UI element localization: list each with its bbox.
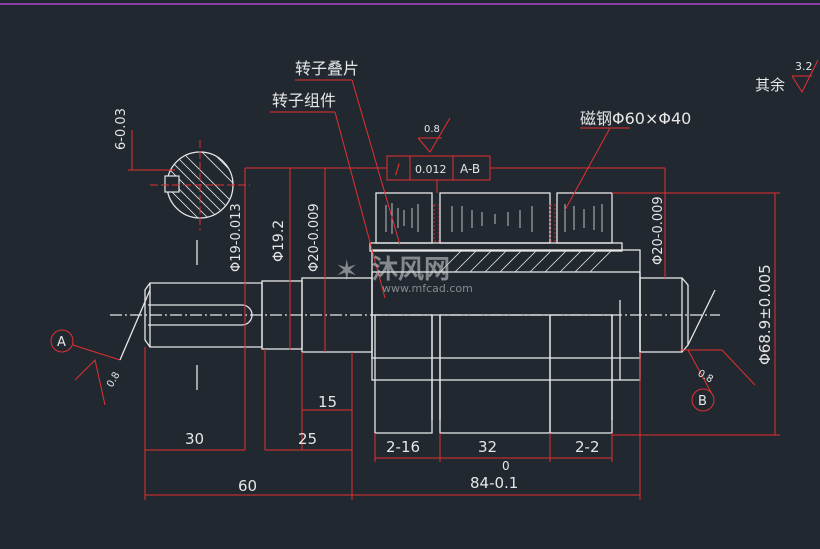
label-magnet: 磁钢Φ60×Φ40 [580, 109, 691, 128]
dim-len32: 32 [478, 438, 497, 456]
tolerance-value: 0.012 [415, 163, 447, 176]
magnet-leader [564, 127, 611, 211]
dim-len84-top: 0 [502, 459, 510, 473]
roughness-top-symbol [417, 117, 451, 153]
assembly-leader [334, 111, 386, 299]
tolerance-symbol: / [395, 162, 400, 178]
dim-len15: 15 [318, 393, 337, 411]
roughness-left: 0.8 [105, 370, 122, 389]
surface-note-label: 其余 [755, 76, 785, 94]
roughness-left-symbol [74, 359, 106, 406]
dim-keyway-depth: 6-0.03 [114, 108, 129, 150]
label-rotor-lamination: 转子叠片 [295, 59, 359, 78]
datum-b-tick [687, 289, 716, 346]
datum-b-circle [691, 388, 715, 412]
watermark-logo-icon: ✶ [335, 254, 358, 287]
dim-len2-2: 2-2 [575, 438, 600, 456]
watermark-url: www.mfcad.com [382, 282, 473, 295]
datum-b: B [698, 394, 707, 409]
tolerance-frame: / 0.012 A-B [386, 155, 491, 181]
shaft-body [144, 192, 689, 434]
section-view [150, 140, 250, 230]
datum-a-circle [50, 329, 74, 353]
roughness-right: 0.8 [696, 368, 715, 385]
datum-b-leader [687, 349, 713, 395]
tolerance-datum: A-B [460, 162, 480, 176]
datum-a: A [57, 335, 66, 350]
dim-len30: 30 [185, 430, 204, 448]
lamination-leader [351, 79, 401, 246]
roughness-symbol-note [791, 59, 819, 94]
roughness-right-symbol [680, 349, 756, 386]
dim-len2-16: 2-16 [386, 438, 420, 456]
datum-a-leader [72, 344, 121, 361]
label-rotor-assembly: 转子组件 [272, 91, 336, 110]
dim-d19-2: Φ19.2 [271, 220, 287, 262]
dim-len25: 25 [298, 430, 317, 448]
surface-note-value: 3.2 [795, 60, 813, 73]
roughness-top: 0.8 [424, 124, 440, 135]
dim-d20-left: Φ20-0.009 [307, 203, 322, 272]
dim-d68: Φ68.9±0.005 [756, 264, 774, 365]
dim-len60: 60 [238, 477, 257, 495]
dim-d19: Φ19-0.013 [229, 203, 244, 272]
datum-a-tick [119, 289, 151, 361]
dim-d20-right: Φ20-0.009 [651, 196, 666, 265]
watermark: ✶ 沐风网 www.mfcad.com [335, 254, 473, 295]
dim-len84: 84-0.1 [470, 474, 518, 492]
watermark-brand: 沐风网 [372, 255, 450, 285]
